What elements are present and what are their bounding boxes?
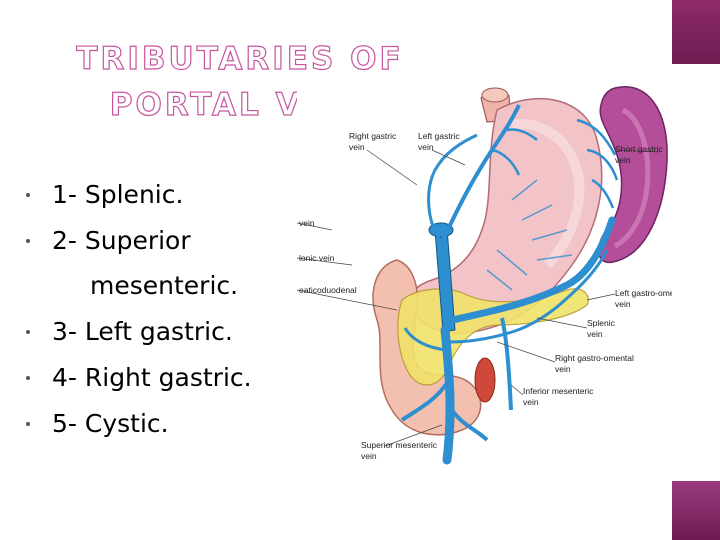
- bullet-text: 4- Right gastric.: [52, 363, 252, 392]
- label-superior-mesenteric-vein: Superior mesenteric: [361, 440, 438, 450]
- leader-lines: [297, 149, 660, 447]
- label-superior-mesenteric-vein-line2: vein: [361, 451, 377, 461]
- bullet-continuation: mesenteric.: [90, 271, 239, 300]
- inferior-mesenteric-vein: [500, 317, 513, 411]
- bullet-text: 5- Cystic.: [52, 409, 169, 438]
- label-portal-vein: vein: [299, 218, 315, 228]
- bullet-item: 2- Superior mesenteric.: [22, 218, 302, 309]
- bullet-item: 1- Splenic.: [22, 172, 302, 218]
- bullet-text: 1- Splenic.: [52, 180, 184, 209]
- bullet-dot-icon: [26, 376, 30, 380]
- label-right-gastro-omental-vein-line2: vein: [555, 364, 571, 374]
- bullet-dot-icon: [26, 193, 30, 197]
- label-left-gastric-vein: Left gastric: [418, 131, 460, 141]
- label-splenic-vein-partial: lonic vein: [299, 253, 335, 263]
- label-left-gastro-omental-vein: Left gastro-omental: [615, 288, 672, 298]
- portal-vein-diagram: Right gastric vein Left gastric vein Sho…: [297, 80, 672, 480]
- corner-accent-top: [672, 0, 720, 64]
- bullet-dot-icon: [26, 422, 30, 426]
- bullet-item: 4- Right gastric.: [22, 355, 302, 401]
- left-gastric-vein: [441, 104, 521, 241]
- label-left-gastric-vein-line2: vein: [418, 142, 434, 152]
- superior-mesenteric-vein: [440, 325, 455, 465]
- label-pancreaticoduodenal: eaticoduodenal: [299, 285, 357, 295]
- bullet-text: 2- Superior: [52, 226, 191, 255]
- label-inferior-mesenteric-vein: Inferior mesenteric: [523, 386, 594, 396]
- bullet-list: 1- Splenic. 2- Superior mesenteric. 3- L…: [22, 172, 302, 447]
- bullet-text: 3- Left gastric.: [52, 317, 233, 346]
- bullet-item: 3- Left gastric.: [22, 309, 302, 355]
- label-splenic-vein-line2: vein: [587, 329, 603, 339]
- bullet-dot-icon: [26, 239, 30, 243]
- label-splenic-vein: Splenic: [587, 318, 616, 328]
- bullet-item: 5- Cystic.: [22, 401, 302, 447]
- splenic-vein: [449, 216, 616, 324]
- label-right-gastric-vein: Right gastric: [349, 131, 397, 141]
- short-gastric-veins: [576, 118, 619, 209]
- colon-segment: [474, 357, 496, 403]
- bullet-dot-icon: [26, 330, 30, 334]
- label-left-gastro-omental-vein-line2: vein: [615, 299, 631, 309]
- label-right-gastric-vein-line2: vein: [349, 142, 365, 152]
- left-gastro-omental-vein: [564, 249, 609, 302]
- label-short-gastric-vein-line2: vein: [615, 155, 631, 165]
- label-short-gastric-vein: Short gastric: [615, 144, 663, 154]
- corner-accent-bottom: [672, 481, 720, 540]
- label-right-gastro-omental-vein: Right gastro-omental: [555, 353, 634, 363]
- right-gastric-vein: [427, 133, 478, 239]
- label-inferior-mesenteric-vein-line2: vein: [523, 397, 539, 407]
- right-gastro-omental-vein: [448, 298, 567, 344]
